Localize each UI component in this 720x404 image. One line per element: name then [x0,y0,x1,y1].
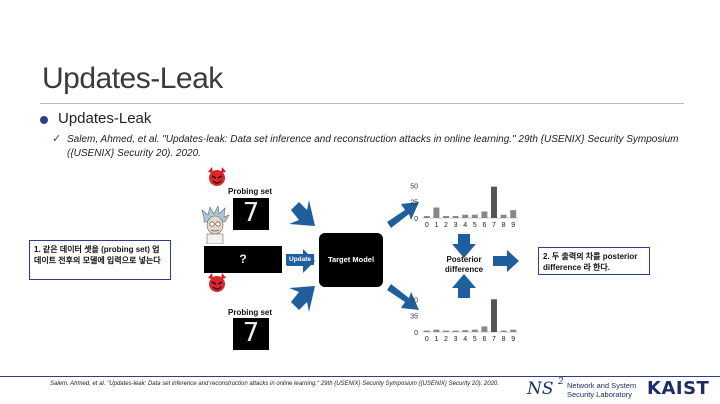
bar-2 [443,330,449,332]
x-tick-label: 5 [473,336,477,343]
footer-divider [0,376,720,377]
bar-6 [481,211,488,218]
x-tick-label: 9 [511,222,515,229]
probing-set-label: Probing set [228,187,273,196]
lab-name-line1: Network and System [567,381,637,390]
y-tick-label: 50 [410,183,418,190]
x-tick-label: 7 [492,336,496,343]
update-label: Update [286,254,315,265]
difference-line: difference [444,265,484,274]
x-tick-label: 1 [434,222,438,229]
x-tick-label: 8 [502,336,506,343]
lab-name-line2: Security Laboratory [567,390,633,399]
y-tick-label: 25 [410,200,418,207]
x-tick-label: 4 [463,336,467,343]
x-tick-label: 9 [511,336,515,343]
arrow-group-right [387,202,419,310]
y-tick-label: 70 [410,297,418,304]
x-tick-label: 1 [434,336,438,343]
probing-set-label: Probing set [228,308,273,317]
bar-3 [452,216,459,218]
unknown-update-data: ? [204,246,282,273]
circle-bullet-icon [40,116,48,124]
bar-8 [500,214,507,218]
devil-face-icon [208,167,226,186]
bar-9 [510,329,517,332]
x-tick-label: 3 [454,222,458,229]
bar-0 [423,330,430,332]
slide-title: Updates-Leak [42,62,223,95]
x-tick-label: 4 [463,222,467,229]
callout-right: 2. 두 출력의 차를 posterior difference 라 한다. [538,247,650,275]
bar-5 [471,214,478,218]
bar-1 [433,329,440,332]
cartoon-scientist-icon [201,206,230,244]
bar-1 [433,207,440,218]
bar-3 [452,330,459,332]
checkmark-icon: ✓ [52,133,62,145]
right-arrow-icon [493,250,519,272]
x-tick-label: 0 [425,222,429,229]
y-tick-label: 0 [414,216,418,223]
x-tick-label: 6 [482,222,486,229]
mnist-digit-image: 7 [233,318,269,350]
x-tick-label: 2 [444,222,448,229]
devil-face-icon [208,273,226,292]
down-arrow-icon [452,234,476,258]
x-tick-label: 2 [444,336,448,343]
bar-6 [481,326,488,332]
y-tick-label: 35 [410,314,418,321]
arrow-icon [387,284,419,310]
arrow-icon [289,286,315,312]
bar-7 [491,186,497,218]
x-tick-label: 8 [502,222,506,229]
bar-4 [462,214,469,218]
ns2-superscript: 2 [558,377,564,387]
target-model-box: Target Model [319,233,383,287]
bar-0 [423,216,430,218]
kaist-logo: KAIST [647,378,710,399]
x-tick-label: 0 [425,336,429,343]
posterior-difference-label: Posterior difference [434,255,494,275]
ns2-logo: NS [527,379,554,399]
lab-name: Network and System Security Laboratory [567,381,636,399]
up-arrow-icon [452,274,476,298]
bullet-text: Updates-Leak [58,110,152,127]
y-tick-label: 0 [414,330,418,337]
bar-7 [491,299,497,332]
arrow-icon [289,200,315,226]
bar-9 [510,210,517,218]
x-tick-label: 7 [492,222,496,229]
bar-5 [471,329,478,332]
citation-text: Salem, Ahmed, et al. "Updates-leak: Data… [67,134,679,159]
bar-4 [462,330,469,332]
x-tick-label: 3 [454,336,458,343]
title-divider [40,103,684,104]
footer-citation: Salem, Ahmed, et al. "Updates-leak: Data… [50,381,499,387]
mnist-digit-image: 7 [233,198,269,230]
arrow-icon [387,202,419,228]
x-tick-label: 5 [473,222,477,229]
bar-2 [443,216,449,218]
bar-8 [500,330,507,332]
callout-left: 1. 같은 데이터 셋을 (probing set) 업데이트 전후의 모델에 … [29,240,171,280]
posterior-line: Posterior [446,255,482,264]
x-tick-label: 6 [482,336,486,343]
